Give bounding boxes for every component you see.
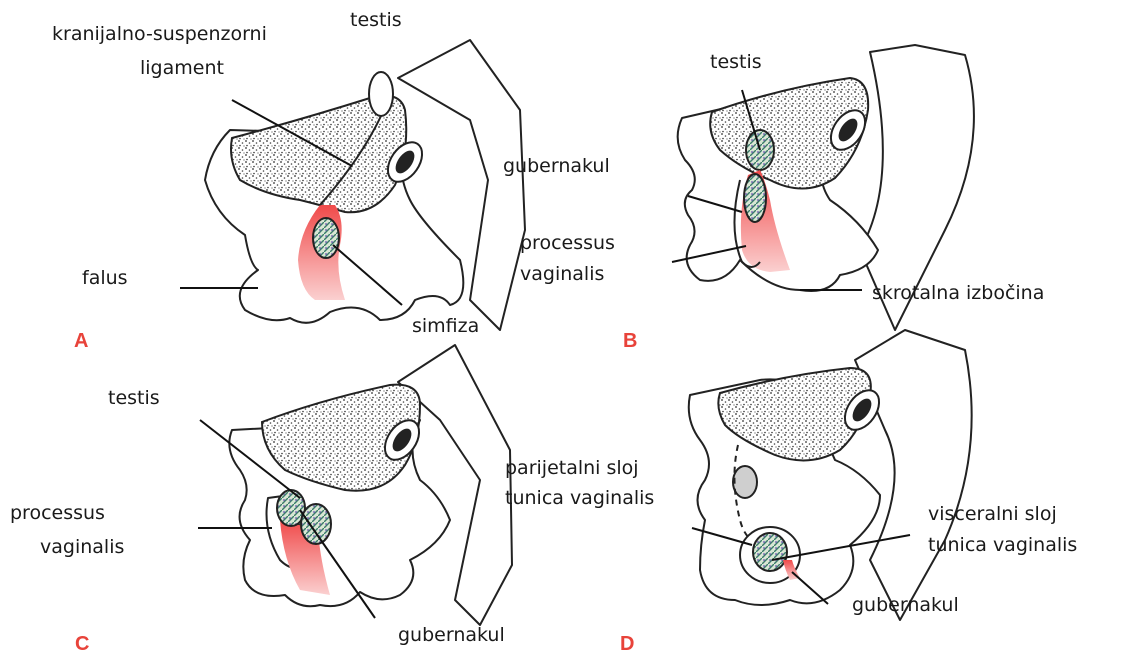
panel-a-testis-shape [369, 72, 393, 116]
panel-c-processus-label-line2: vaginalis [40, 536, 124, 558]
panel-d-gubernakul-label: gubernakul [852, 594, 959, 616]
panel-a-ligament-label-line1: kranijalno-suspenzorni [52, 23, 267, 45]
panel-c-testis-shape-2 [301, 504, 331, 544]
panel-b-letter: B [623, 330, 637, 352]
panel-c: testis processus vaginalis parijetalni s… [10, 345, 654, 654]
panel-d-letter: D [620, 633, 634, 654]
panel-d-visceralni-label-line1: visceralni sloj [928, 503, 1057, 525]
panel-b: testis processus vaginalis skrotalna izb… [520, 45, 1044, 352]
panel-c-letter: C [75, 633, 89, 654]
panel-c-processus-label-line1: processus [10, 502, 105, 524]
panel-c-gubernakul-label: gubernakul [398, 624, 505, 646]
panel-a-ligament-label-line2: ligament [140, 57, 224, 79]
panel-c-parijetalni-label-line1: parijetalni sloj [505, 457, 639, 479]
panel-a: kranijalno-suspenzorni ligament testis g… [52, 9, 610, 352]
panel-d: visceralni sloj tunica vaginalis guberna… [620, 330, 1077, 654]
panel-b-processus-vaginalis [744, 174, 766, 222]
panel-d-testis-shape [753, 533, 787, 571]
panel-d-remnant-oval [733, 466, 757, 498]
panel-b-processus-label-line1: processus [520, 232, 615, 254]
panel-b-processus-label-line2: vaginalis [520, 263, 604, 285]
panel-c-parijetalni-label-line2: tunica vaginalis [505, 487, 654, 509]
panel-a-letter: A [74, 330, 88, 352]
panel-c-testis-label: testis [108, 387, 160, 409]
panel-a-falus-label: falus [82, 267, 128, 289]
panel-a-symphysis [313, 218, 339, 258]
panel-a-testis-label: testis [350, 9, 402, 31]
panel-d-back-outline [855, 330, 972, 620]
panel-b-skrotalna-label: skrotalna izbočina [872, 282, 1044, 304]
panel-b-testis-label: testis [710, 51, 762, 73]
panel-a-gubernakul-label: gubernakul [503, 155, 610, 177]
panel-d-visceralni-label-line2: tunica vaginalis [928, 534, 1077, 556]
panel-a-simfiza-label: simfiza [412, 315, 479, 337]
